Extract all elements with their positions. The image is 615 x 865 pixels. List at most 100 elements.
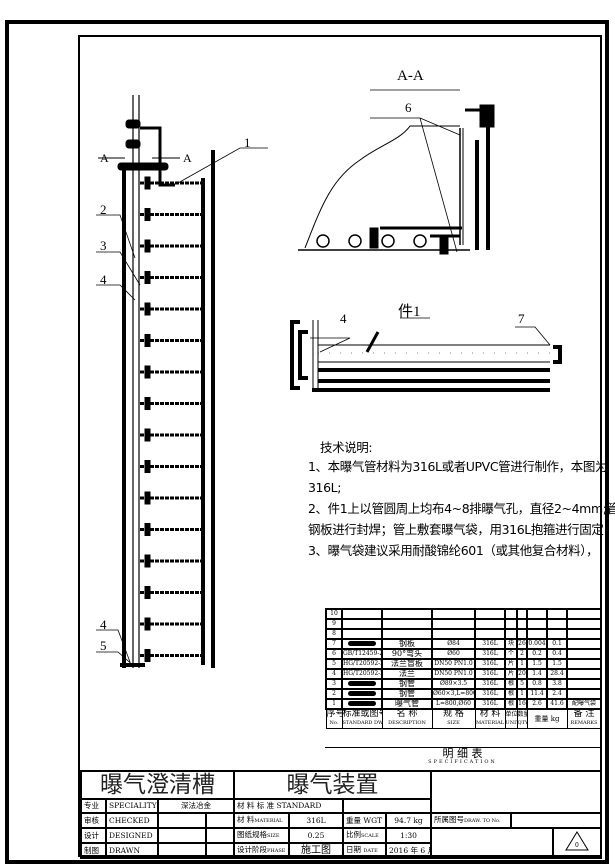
callout-4-bottom: 4 — [100, 617, 107, 632]
parts-cell-tw: 2.4 — [546, 688, 568, 700]
parts-cell-qty: 20 — [516, 668, 528, 680]
parts-cell-no: 4 — [325, 668, 343, 680]
parts-cell-spec: Ø60 — [431, 648, 476, 660]
lateral-pipes — [140, 176, 203, 662]
parts-cell-tw: 41.6 — [546, 698, 568, 710]
parts-cell-tw — [546, 628, 568, 640]
lateral-flange — [144, 649, 151, 662]
label-drawing-no-en: DRAW. TO No. — [464, 818, 501, 824]
material-value: 316L — [288, 812, 344, 829]
parts-cell-std: GB/T12459-2005 — [341, 648, 383, 660]
parts-cell-note — [566, 638, 602, 650]
parts-cell-qty: 16 — [516, 698, 528, 710]
part-1-title: 件1 — [398, 304, 421, 320]
parts-cell-spec — [431, 618, 476, 630]
parts-cell-std — [341, 688, 383, 700]
parts-cell-mat — [474, 608, 506, 620]
parts-cell-unit: 片 — [504, 658, 518, 670]
lateral-flange — [144, 617, 151, 631]
section-a-a-title: A-A — [397, 68, 424, 84]
label-scale-en: SCALE — [361, 833, 379, 839]
parts-cell-mat: 316L — [474, 688, 506, 700]
callout-5: 5 — [100, 638, 107, 653]
parts-row: 4HG/T20592-2009法兰DN50 PN1.0316L片201.428.… — [325, 668, 602, 680]
specialty-value: 深法冶金 — [157, 798, 235, 814]
lateral-flange — [144, 334, 151, 347]
parts-cell-name: 90°弯头 — [381, 648, 433, 660]
note-line: 2、件1上以管圆周上均布4~8排曝气孔，直径2~4mm;管端用 — [308, 501, 615, 516]
parts-cell-spec: Ø60×3,L=8000 — [431, 688, 476, 700]
label-phase: 设计阶段 — [237, 845, 267, 854]
parts-cell-uw — [526, 608, 548, 620]
parts-cell-unit: 根 — [504, 688, 518, 700]
header-flange — [117, 162, 169, 171]
label-weight: 重量 — [346, 815, 361, 825]
parts-cell-unit — [504, 628, 518, 640]
checked-date — [205, 812, 235, 829]
lateral-flange — [144, 365, 151, 379]
project-title: 曝气澄清槽 — [80, 770, 235, 800]
parts-cell-unit: 根 — [504, 678, 518, 690]
callout-4-part1: 4 — [340, 311, 347, 326]
header-no: 序号No. — [325, 708, 343, 729]
parts-cell-qty: 2 — [516, 648, 528, 660]
parts-cell-tw — [546, 608, 568, 620]
parts-cell-tw: 3.8 — [546, 678, 568, 690]
parts-cell-spec: Ø84 — [431, 638, 476, 650]
title-block: 曝气澄清槽 曝气装置 专业 SPECIALITY 深法冶金 材 料 标 准 ST… — [80, 770, 602, 859]
parts-cell-mat — [474, 618, 506, 630]
revision-triangle: 0 — [552, 827, 602, 859]
lateral-flange — [144, 302, 151, 316]
header-qty: 数量QTY — [516, 708, 528, 729]
parts-cell-unit: 个 — [504, 648, 518, 660]
note-line: 钢板进行封焊；管上敷套曝气袋，用316L抱箍进行固定 — [308, 522, 604, 537]
parts-cell-name: 钢管 — [381, 678, 433, 690]
parts-cell-qty — [516, 618, 528, 630]
section-marker-a-left: A — [100, 151, 109, 165]
parts-row: 9 — [325, 618, 602, 630]
label-drawn-cn: 制图 — [80, 842, 107, 859]
revision-value: 0 — [575, 842, 579, 849]
parts-header-row: 序号No. 标准或图号STANDARD DWG No. 名 称DESCRIPTI… — [325, 708, 602, 729]
label-checked-cn: 审核 — [80, 812, 107, 829]
parts-cell-no: 8 — [325, 628, 343, 640]
weight-value: 94.7 kg — [385, 812, 432, 829]
header-unit: 单位UNIT — [504, 708, 518, 729]
label-specialty-en: SPECIALITY — [105, 798, 159, 814]
parts-cell-uw: 2.6 — [526, 698, 548, 710]
technical-notes: 技术说明: 1、本曝气管材料为316L或者UPVC管进行制作，本图为 316L;… — [308, 440, 615, 561]
notes-heading: 技术说明: — [320, 440, 373, 455]
outer-border — [5, 20, 609, 864]
parts-cell-unit: 片 — [504, 668, 518, 680]
parts-cell-note — [566, 678, 602, 690]
checked-sign — [157, 812, 207, 829]
lateral-flange — [144, 460, 151, 473]
parts-cell-name: 法兰盲板 — [381, 658, 433, 670]
lateral-flange — [144, 554, 151, 568]
revision-triangle-icon — [565, 831, 589, 851]
parts-row: 8 — [325, 628, 602, 640]
valve-upper — [125, 139, 141, 149]
scale-value: 1:30 — [385, 827, 432, 844]
note-line: 3、曝气袋建议采用耐酸锦纶601（或其他复合材料）， — [308, 543, 599, 558]
parts-cell-qty: 26 — [516, 638, 528, 650]
lateral-flange — [144, 397, 151, 410]
parts-cell-uw: 1.4 — [526, 668, 548, 680]
parts-cell-name: 曝气管 — [381, 698, 433, 710]
label-material-en: MATERIAL — [254, 818, 283, 824]
parts-cell-note — [566, 628, 602, 640]
parts-cell-note — [566, 658, 602, 670]
redacted-mark — [348, 691, 376, 696]
label-scale: 比例 — [346, 830, 361, 839]
lateral-flange — [144, 208, 151, 221]
lateral-flange — [144, 586, 151, 599]
parts-cell-qty: 5 — [516, 678, 528, 690]
parts-cell-name — [381, 618, 433, 630]
parts-cell-name: 钢管 — [381, 688, 433, 700]
parts-cell-uw: 11.4 — [526, 688, 548, 700]
parts-cell-no: 10 — [325, 608, 343, 620]
parts-cell-tw: 28.4 — [546, 668, 568, 680]
parts-cell-unit: 根 — [504, 698, 518, 710]
standard-value — [342, 798, 432, 814]
